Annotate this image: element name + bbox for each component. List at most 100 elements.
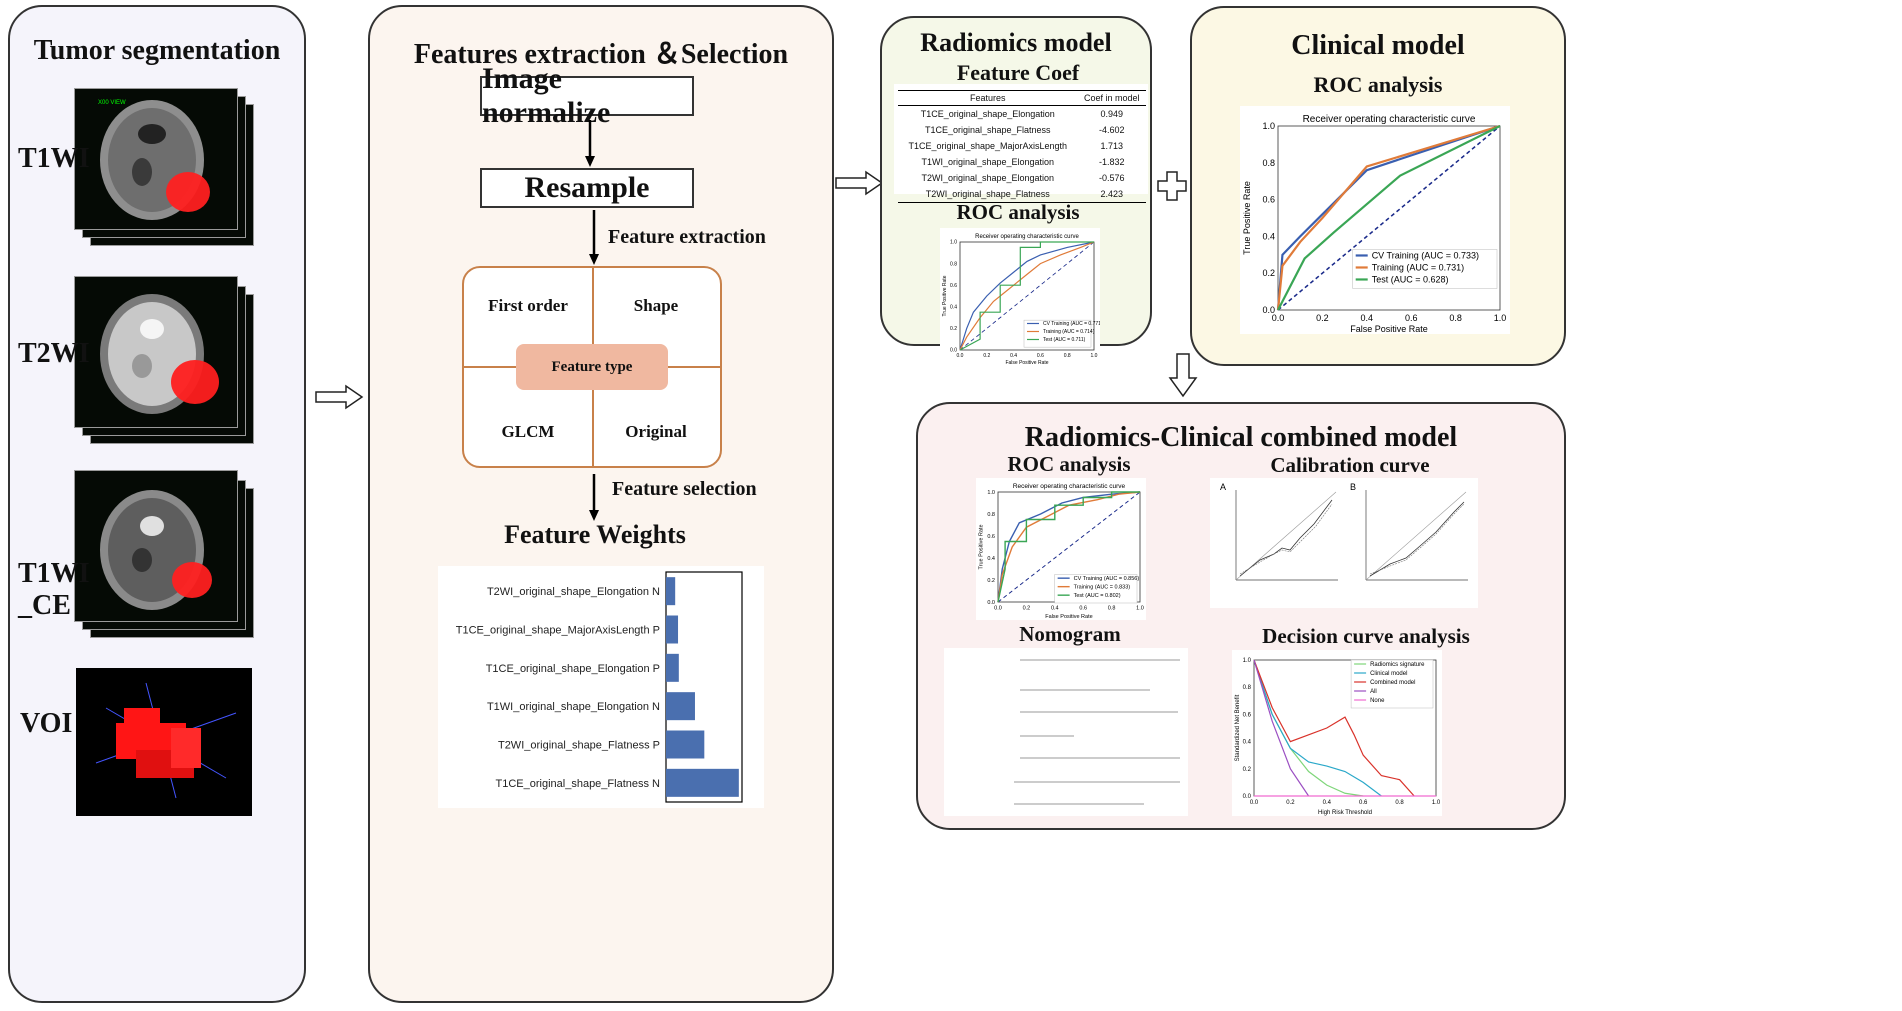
- original-label: Original: [625, 422, 687, 441]
- legend-box: [1054, 574, 1138, 604]
- feature-extraction-label: Feature extraction: [608, 226, 766, 248]
- x-tick-label: 0.4: [1051, 606, 1059, 612]
- y-tick-label: 0.0: [987, 600, 995, 606]
- chart-title: Receiver operating characteristic curve: [975, 234, 1079, 240]
- nomogram-title: Nomogram: [1019, 622, 1121, 646]
- coef-header-value: Coef in model: [1077, 90, 1146, 106]
- weight-label: T1CE_original_shape_MajorAxisLength P: [456, 625, 660, 637]
- y-tick-label: 0.0: [1262, 305, 1275, 315]
- legend-entry: Radiomics signature: [1370, 662, 1425, 668]
- arrow-down-icon: [589, 474, 599, 521]
- x-tick-label: 1.0: [1091, 353, 1098, 359]
- coef-header-features: Features: [898, 90, 1078, 106]
- nomogram-chart: [944, 648, 1188, 816]
- coef-table: Features Coef in model T1CE_original_sha…: [898, 90, 1146, 203]
- x-axis-label: False Positive Rate: [1045, 614, 1092, 620]
- y-tick-label: 0.8: [1243, 685, 1252, 691]
- clinical-roc-chart: Receiver operating characteristic curve0…: [1240, 106, 1510, 334]
- table-row: T1CE_original_shape_Flatness-4.602: [924, 125, 1125, 135]
- legend-entry: Test (AUC = 0.628): [1372, 274, 1449, 284]
- calibration-chart: A B: [1210, 478, 1478, 608]
- x-tick-label: 0.8: [1395, 800, 1404, 806]
- y-tick-label: 0.6: [1262, 195, 1275, 205]
- series-line: [1276, 124, 1501, 311]
- y-tick-label: 0.6: [1243, 712, 1252, 718]
- plot-frame: [665, 571, 743, 803]
- arrow-right-icon: [835, 170, 884, 196]
- series-line: [1253, 659, 1364, 797]
- calibration-panel-b-label: B: [1350, 482, 1356, 492]
- y-tick-label: 0.2: [987, 578, 995, 584]
- y-tick-label: 1.0: [950, 240, 957, 246]
- plus-icon: [1157, 171, 1187, 201]
- chance-line: [1277, 125, 1501, 311]
- combined-roc-chart: Receiver operating characteristic curve0…: [976, 478, 1146, 620]
- x-tick-label: 1.0: [1432, 800, 1441, 806]
- series-line: [1253, 659, 1310, 797]
- svg-text:X00 VIEW: X00 VIEW: [98, 100, 126, 106]
- radiomics-roc-title: ROC analysis: [956, 200, 1080, 224]
- x-tick-label: 0.0: [1250, 800, 1259, 806]
- panel-title: Tumor segmentation: [33, 35, 281, 66]
- series-line: [997, 491, 1140, 603]
- x-tick-label: 0.8: [1108, 606, 1116, 612]
- y-tick-label: 0.2: [1243, 767, 1252, 773]
- t2wi-label: T2WI: [18, 338, 90, 369]
- combined-roc-title: ROC analysis: [1007, 452, 1131, 476]
- first-order-label: First order: [488, 296, 568, 315]
- panel-title: Radiomics-Clinical combined model: [1024, 422, 1458, 453]
- legend-box: [1352, 249, 1498, 289]
- x-tick-label: 0.2: [1023, 606, 1031, 612]
- x-tick-label: 0.6: [1079, 606, 1087, 612]
- table-row: T1WI_original_shape_Elongation-1.832: [921, 157, 1125, 167]
- y-axis-label: True Positive Rate: [942, 275, 948, 316]
- y-tick-label: 0.8: [1262, 158, 1275, 168]
- x-tick-label: 0.4: [1323, 800, 1332, 806]
- arrow-down-icon: [1168, 353, 1198, 398]
- legend-entry: Training (AUC = 0.714): [1043, 329, 1095, 335]
- weight-bar: [666, 730, 705, 759]
- arrow-down-icon: [589, 210, 599, 265]
- image-normalize-box: Image normalize: [480, 62, 694, 129]
- legend-entry: All: [1370, 689, 1377, 695]
- panel-title: Features extraction ＆Selection: [413, 39, 789, 70]
- weight-bar: [666, 615, 679, 644]
- feature-weights-chart: T2WI_original_shape_Elongation NT1CE_ori…: [438, 566, 764, 808]
- legend-entry: CV Training (AUC = 0.733): [1372, 250, 1479, 260]
- x-tick-label: 1.0: [1136, 606, 1144, 612]
- y-tick-label: 0.8: [950, 261, 957, 267]
- legend-entry: Test (AUC = 0.711): [1043, 337, 1086, 343]
- legend-entry: CV Training (AUC = 0.856): [1074, 576, 1140, 582]
- clinical-roc-title: ROC analysis: [1313, 72, 1443, 97]
- y-tick-label: 0.4: [987, 556, 995, 562]
- x-axis-label: False Positive Rate: [1350, 324, 1428, 334]
- series-line: [1253, 659, 1382, 797]
- feature-selection-label: Feature selection: [612, 478, 757, 500]
- x-axis-label: False Positive Rate: [1005, 360, 1048, 366]
- y-axis-label: True Positive Rate: [979, 524, 985, 569]
- legend-entry: Training (AUC = 0.731): [1372, 262, 1464, 272]
- feature-coef-title: Feature Coef: [956, 60, 1080, 85]
- weight-bar: [666, 768, 739, 797]
- plot-frame: [959, 241, 1095, 351]
- weight-label: T2WI_original_shape_Flatness P: [498, 740, 660, 752]
- weight-bar: [666, 653, 679, 682]
- weight-label: T1CE_original_shape_Flatness N: [496, 778, 661, 790]
- panel-title: Radiomics model: [920, 28, 1112, 57]
- y-tick-label: 0.8: [987, 512, 995, 518]
- radiomics-roc-chart: Receiver operating characteristic curve 0…: [940, 228, 1100, 366]
- calibration-panel-a-label: A: [1220, 482, 1226, 492]
- y-tick-label: 1.0: [987, 490, 995, 496]
- legend-entry: Training (AUC = 0.833): [1074, 585, 1131, 591]
- x-tick-label: 0.4: [1010, 353, 1017, 359]
- x-tick-label: 0.8: [1064, 353, 1071, 359]
- x-tick-label: 0.2: [1316, 313, 1329, 323]
- y-tick-label: 0.4: [1243, 740, 1252, 746]
- plot-frame: [1277, 125, 1501, 311]
- feature-type-center: Feature type: [516, 344, 668, 390]
- panel-title: Clinical model: [1291, 30, 1465, 61]
- chance-line: [959, 241, 1095, 351]
- x-tick-label: 0.6: [1037, 353, 1044, 359]
- voi-label: VOI: [20, 708, 73, 739]
